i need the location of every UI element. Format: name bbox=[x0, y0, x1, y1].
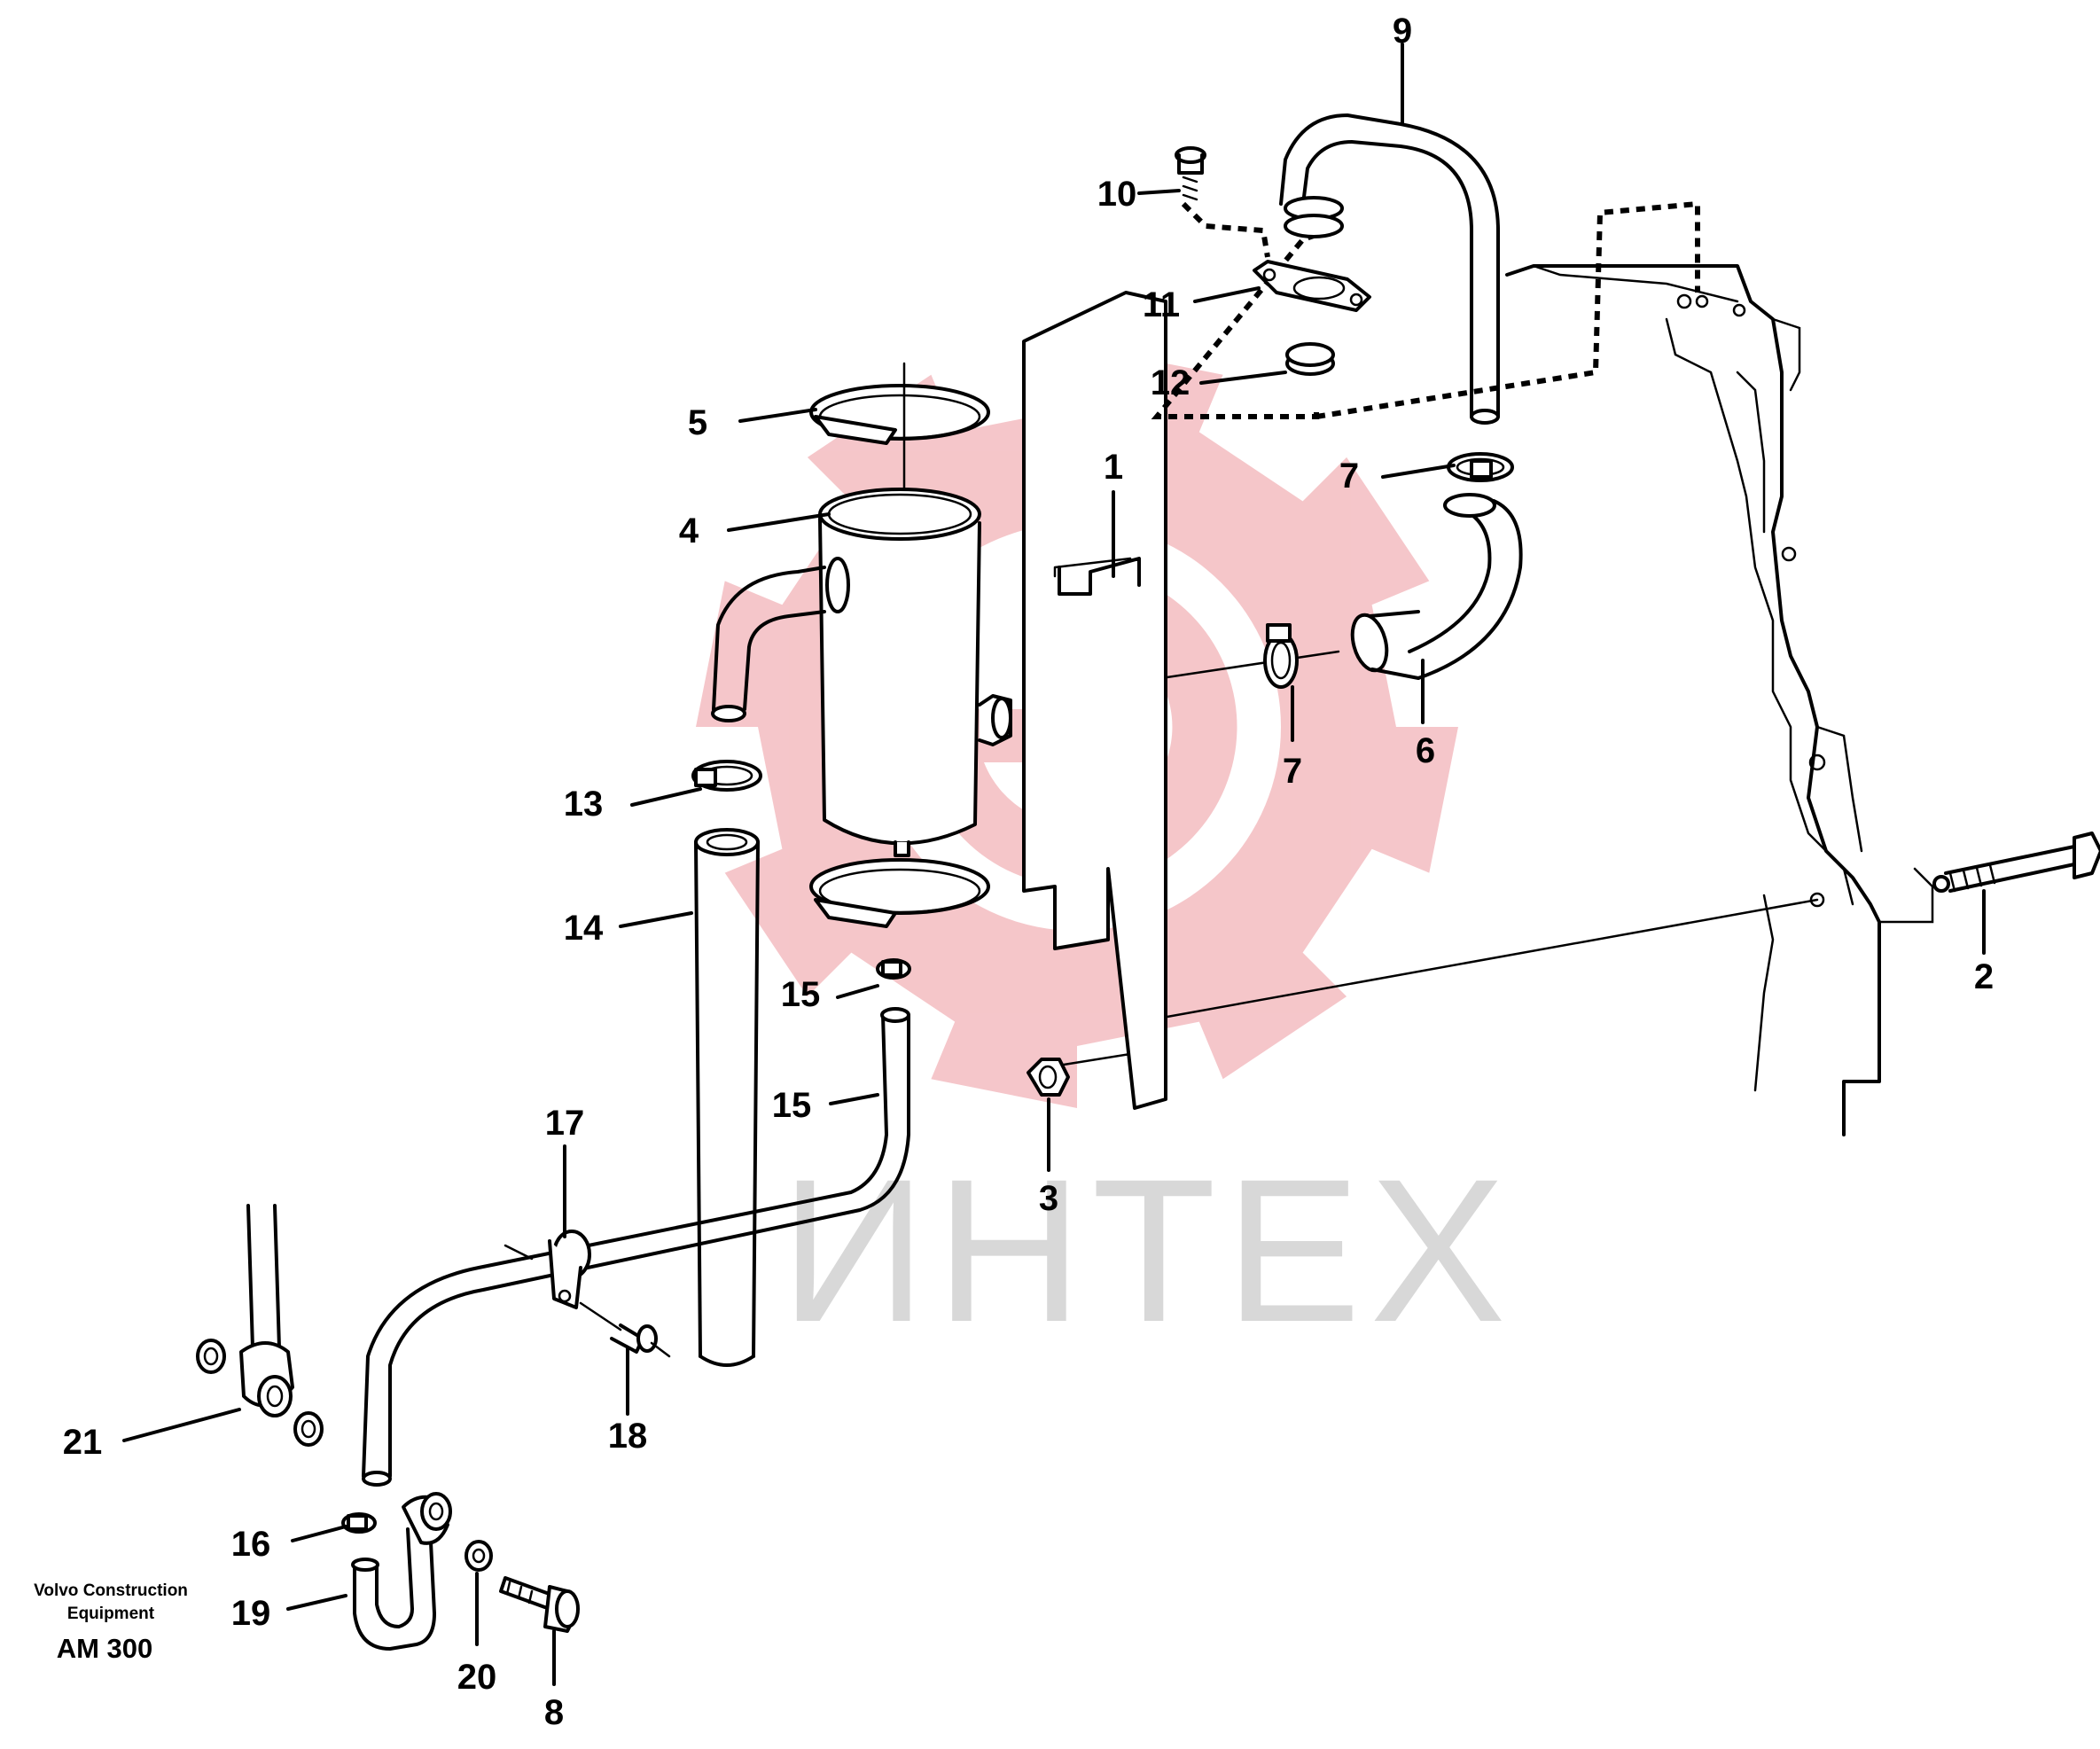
hose-part-6 bbox=[1350, 493, 1523, 680]
seal-part-10 bbox=[1285, 342, 1335, 376]
callout-8: 9 bbox=[1393, 12, 1412, 51]
bolt-part-19 bbox=[499, 1576, 580, 1633]
callout-9: 11 bbox=[1143, 285, 1180, 324]
screw-part-17 bbox=[579, 1301, 671, 1358]
manufacturer-line1: Volvo Construction bbox=[34, 1581, 188, 1600]
callout-20: 20 bbox=[457, 1658, 497, 1697]
clamp-part-5 bbox=[809, 384, 990, 445]
hose-part-18 bbox=[351, 1523, 436, 1651]
clamp-part-7-top bbox=[1447, 452, 1514, 482]
fitting-part-20 bbox=[402, 1492, 493, 1572]
canister-part-4 bbox=[711, 488, 1012, 857]
engine-block bbox=[1505, 264, 1934, 1136]
callout-3: 3 bbox=[1039, 1179, 1058, 1218]
callout-7-top: 7 bbox=[1339, 457, 1359, 496]
bolt-part-2 bbox=[1932, 832, 2100, 893]
clamp-part-13 bbox=[691, 760, 762, 792]
clip-part-15-lower bbox=[341, 1512, 377, 1534]
callout-11: 10 bbox=[1097, 175, 1137, 214]
callout-2: 2 bbox=[1974, 957, 1994, 996]
watermark-text: ИНТЕХ bbox=[780, 1136, 1515, 1364]
manufacturer-line2: Equipment bbox=[67, 1605, 155, 1623]
nut-part-3 bbox=[1027, 1058, 1070, 1097]
callout-15-lower: 16 bbox=[231, 1525, 271, 1564]
clip-part-15-upper bbox=[876, 958, 911, 980]
callout-7-middle: 7 bbox=[1283, 752, 1302, 791]
callout-5: 5 bbox=[688, 403, 707, 442]
callout-21: 21 bbox=[63, 1423, 103, 1462]
callout-17: 18 bbox=[608, 1417, 648, 1456]
callout-16: 17 bbox=[545, 1104, 585, 1143]
fitting-part-21 bbox=[196, 1204, 324, 1447]
leader-lines bbox=[122, 43, 1986, 1686]
bolt-part-11 bbox=[1175, 146, 1206, 201]
callout-12: 14 bbox=[564, 909, 604, 948]
tube-part-12 bbox=[694, 828, 760, 1367]
hose-part-14 bbox=[362, 1007, 910, 1487]
callout-19: 8 bbox=[544, 1693, 564, 1732]
callout-14: 15 bbox=[772, 1086, 812, 1125]
clamp-canister-bottom bbox=[809, 858, 990, 928]
callout-4: 4 bbox=[679, 511, 699, 550]
clip-part-16 bbox=[548, 1230, 591, 1309]
callout-10: 12 bbox=[1151, 363, 1191, 402]
callout-13: 13 bbox=[564, 785, 604, 824]
bracket-part-1 bbox=[1022, 291, 1167, 1110]
flange-part-9 bbox=[1253, 260, 1371, 312]
callout-1: 1 bbox=[1104, 448, 1123, 487]
clamp-part-7-middle bbox=[1263, 623, 1299, 689]
pipe-part-8 bbox=[1279, 113, 1500, 425]
callout-6: 6 bbox=[1416, 731, 1435, 770]
model-code: AM 300 bbox=[57, 1633, 153, 1664]
callout-18: 19 bbox=[231, 1594, 271, 1633]
callout-15-upper: 15 bbox=[781, 975, 821, 1014]
